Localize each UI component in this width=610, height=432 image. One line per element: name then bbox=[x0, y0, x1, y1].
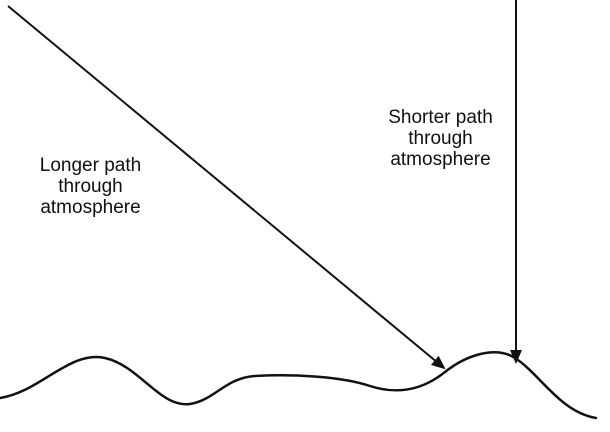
longer-path-label-line-2: through bbox=[58, 176, 123, 197]
shorter-path-label-line-1: Shorter path bbox=[388, 107, 493, 128]
longer-path-ray bbox=[7, 5, 446, 370]
shorter-path-label-line-3: atmosphere bbox=[390, 149, 491, 170]
longer-path-label: Longer path through atmosphere bbox=[8, 155, 173, 218]
longer-path-label-line-1: Longer path bbox=[39, 155, 142, 176]
shorter-path-label-line-2: through bbox=[408, 128, 473, 149]
ground-surface-line bbox=[0, 351, 598, 420]
shorter-path-label: Shorter path through atmosphere bbox=[358, 107, 523, 170]
longer-path-label-line-3: atmosphere bbox=[40, 197, 141, 218]
